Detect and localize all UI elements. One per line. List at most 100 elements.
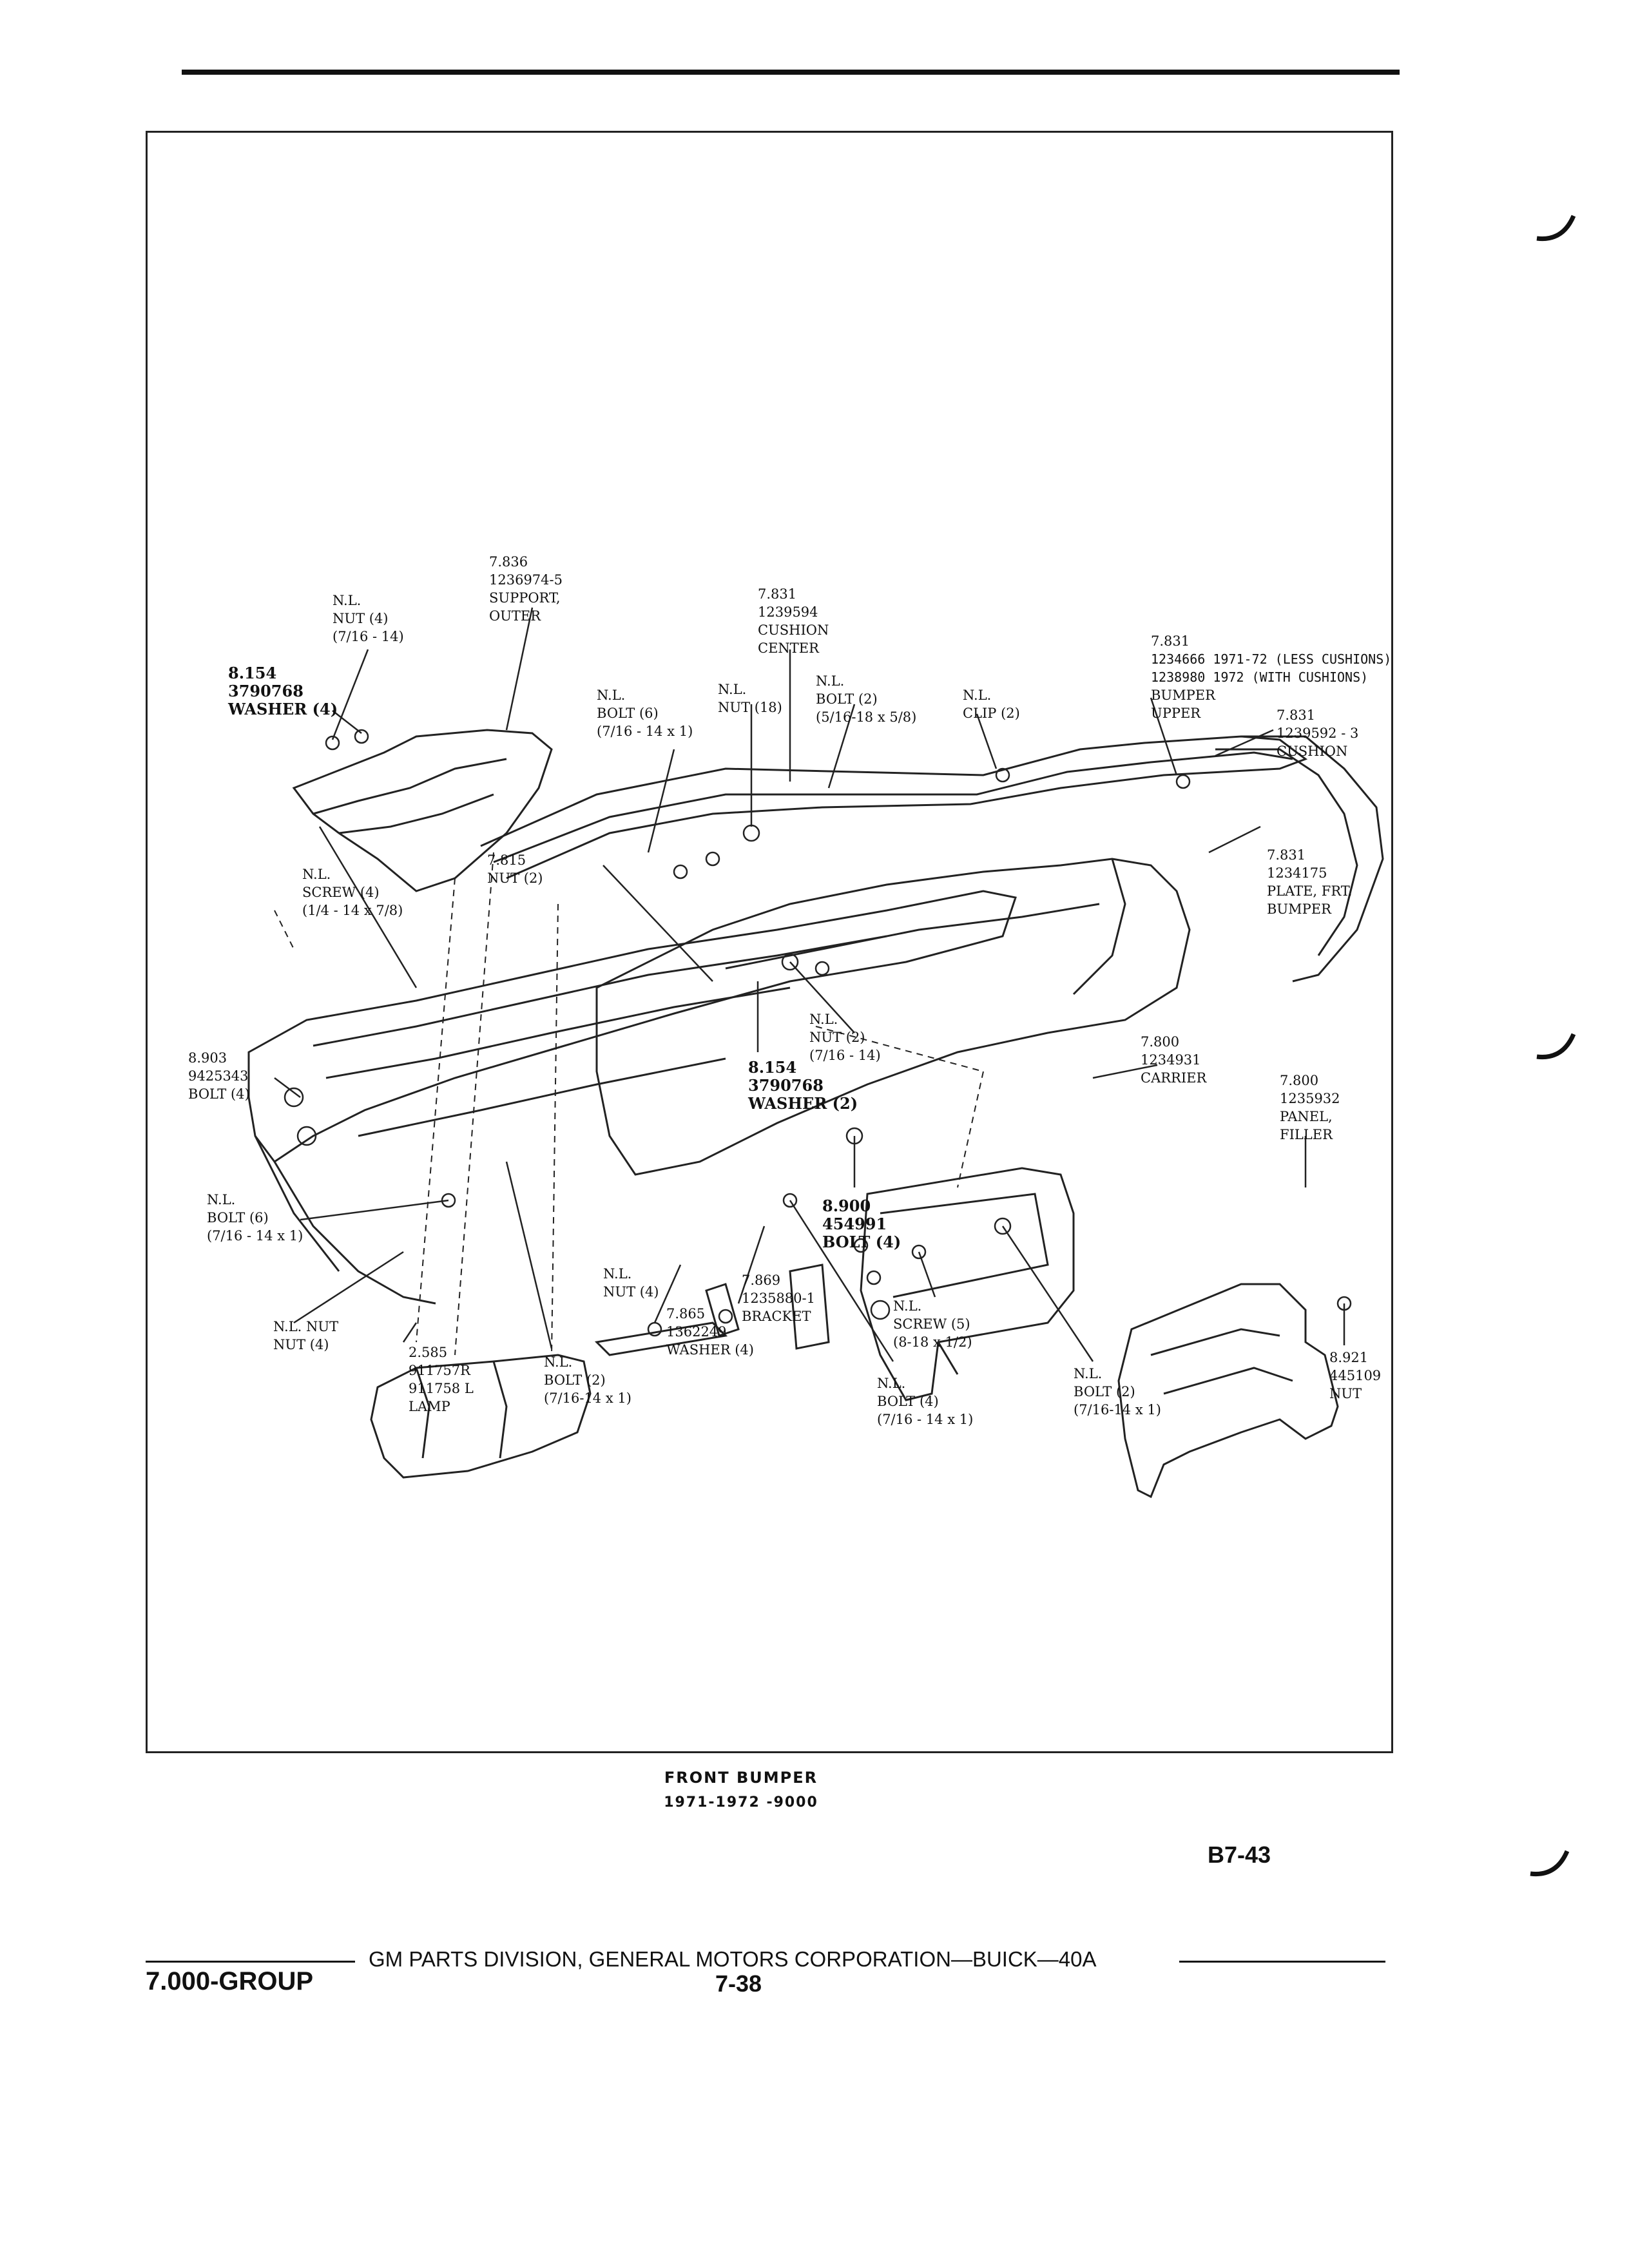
callout-line: 7.831 bbox=[1151, 633, 1190, 649]
callout-screw-4: N.L. SCREW (4) (1/4 - 14 x 7/8) bbox=[302, 865, 403, 919]
callout-line: PLATE, FRT. bbox=[1267, 883, 1353, 899]
callout-line: 1236974-5 bbox=[489, 572, 563, 588]
callout-line: NUT (4) bbox=[333, 611, 389, 626]
front-bumper-drawing bbox=[247, 890, 1017, 1305]
binder-mark-icon bbox=[1536, 1033, 1576, 1060]
callout-line: NUT (2) bbox=[809, 1030, 865, 1045]
callout-line: 9425343 bbox=[188, 1068, 249, 1084]
callout-line: 445109 bbox=[1329, 1368, 1382, 1383]
callout-bolt-4-center: 8.900 454991 BOLT (4) bbox=[822, 1197, 901, 1251]
callout-line: BOLT (4) bbox=[822, 1233, 901, 1251]
callout-line: UPPER bbox=[1151, 706, 1201, 721]
callout-outer-support: 7.836 1236974-5 SUPPORT, OUTER bbox=[489, 553, 563, 625]
callout-line: 7.869 bbox=[742, 1273, 781, 1288]
callout-line: NUT (4) bbox=[273, 1337, 329, 1352]
page-code: B7-43 bbox=[1208, 1841, 1271, 1868]
callout-line: 1234666 1971-72 (LESS CUSHIONS) bbox=[1151, 651, 1392, 667]
callout-line: CLIP (2) bbox=[963, 706, 1020, 721]
callout-line: N.L. NUT bbox=[273, 1319, 339, 1334]
callout-line: BOLT (2) bbox=[816, 691, 878, 707]
lamp-drawing bbox=[370, 1354, 592, 1479]
callout-line: (7/16-14 x 1) bbox=[544, 1390, 631, 1406]
callout-line: NUT bbox=[1329, 1386, 1362, 1401]
callout-line: BOLT (6) bbox=[597, 706, 659, 721]
bumper-drawing bbox=[247, 607, 1384, 1499]
callout-line: SUPPORT, bbox=[489, 590, 561, 606]
callout-line: CUSHION bbox=[1277, 744, 1348, 759]
callout-line: N.L. bbox=[333, 593, 361, 608]
callout-line: BOLT (4) bbox=[188, 1086, 250, 1102]
callout-line: 1362249 bbox=[666, 1324, 727, 1340]
upper-bumper-drawing bbox=[480, 735, 1384, 983]
main-bar-drawing bbox=[595, 858, 1191, 1176]
callout-line: N.L. bbox=[207, 1192, 236, 1207]
callout-filler-panel: 7.800 1235932 PANEL, FILLER bbox=[1280, 1072, 1340, 1144]
callout-line: N.L. bbox=[544, 1354, 573, 1370]
callout-line: 454991 bbox=[822, 1215, 887, 1233]
callout-bracket: 7.869 1235880-1 BRACKET bbox=[742, 1271, 815, 1325]
callout-line: BOLT (6) bbox=[207, 1210, 269, 1225]
callout-line: 8.903 bbox=[188, 1050, 227, 1066]
callout-line: 1239594 bbox=[758, 604, 818, 620]
callout-bolt-2-upper: N.L. BOLT (2) (5/16-18 x 5/8) bbox=[816, 672, 916, 726]
callout-line: (7/16 - 14 x 1) bbox=[207, 1228, 304, 1244]
exploded-diagram: N.L. NUT (4) (7/16 - 14) 7.836 1236974-5… bbox=[146, 131, 1393, 1753]
callout-line: 1235932 bbox=[1280, 1091, 1340, 1106]
binder-mark-icon bbox=[1530, 1850, 1570, 1877]
outer-support-drawing bbox=[292, 729, 553, 892]
callout-nut-2-upper: 7.815 NUT (2) bbox=[487, 851, 543, 887]
callout-line: BUMPER bbox=[1151, 687, 1215, 703]
callout-nut-upper-left: N.L. NUT (4) (7/16 - 14) bbox=[333, 591, 404, 646]
brackets-drawing bbox=[594, 1264, 830, 1356]
callout-line: 8.154 bbox=[748, 1058, 797, 1077]
callout-line: N.L. bbox=[809, 1012, 838, 1027]
callout-line: (7/16 - 14 x 1) bbox=[597, 724, 693, 739]
callout-line: NUT (18) bbox=[718, 700, 782, 715]
callout-lamp: 2.585 911757R 911758 L LAMP bbox=[409, 1343, 474, 1416]
callout-line: N.L. bbox=[597, 687, 626, 703]
callout-bolt-2-right: N.L. BOLT (2) (7/16-14 x 1) bbox=[1074, 1365, 1161, 1419]
callout-line: CARRIER bbox=[1141, 1070, 1207, 1086]
callout-washer-4: 8.154 3790768 WASHER (4) bbox=[228, 664, 338, 718]
callout-line: BRACKET bbox=[742, 1309, 811, 1324]
callout-line: N.L. bbox=[877, 1376, 906, 1391]
callout-line: 3790768 bbox=[748, 1076, 824, 1095]
callout-plate-front-bumper: 7.831 1234175 PLATE, FRT. BUMPER bbox=[1267, 846, 1352, 918]
callout-line: CUSHION bbox=[758, 622, 829, 638]
callout-line: 911758 L bbox=[409, 1381, 474, 1396]
callout-line: (8-18 x 1/2) bbox=[893, 1334, 972, 1350]
callout-bolt-4-left: 8.903 9425343 BOLT (4) bbox=[188, 1049, 250, 1103]
figure-subtitle: 1971-1972 -9000 bbox=[664, 1794, 818, 1811]
callout-line: (7/16 - 14) bbox=[333, 629, 404, 644]
top-rule bbox=[182, 70, 1400, 75]
callout-line: 1235880-1 bbox=[742, 1291, 815, 1306]
callout-bolt-6-upper: N.L. BOLT (6) (7/16 - 14 x 1) bbox=[597, 686, 693, 740]
callout-line: N.L. bbox=[302, 867, 331, 882]
callout-line: 1234175 bbox=[1267, 865, 1327, 881]
footer-rule-right bbox=[1179, 1961, 1385, 1963]
callout-line: 1234931 bbox=[1141, 1052, 1201, 1068]
group-label: 7.000-GROUP bbox=[146, 1967, 314, 1995]
callout-line: 8.154 bbox=[228, 664, 277, 682]
callout-line: 8.921 bbox=[1329, 1350, 1369, 1365]
callout-carrier: 7.800 1234931 CARRIER bbox=[1141, 1033, 1206, 1087]
callout-line: SCREW (4) bbox=[302, 885, 380, 900]
callout-washer-2: 8.154 3790768 WASHER (2) bbox=[748, 1059, 858, 1113]
callout-line: 3790768 bbox=[228, 682, 304, 700]
callout-line: N.L. bbox=[893, 1298, 922, 1314]
callout-line: (7/16 - 14 x 1) bbox=[877, 1412, 974, 1427]
footer-rule-left bbox=[146, 1961, 355, 1963]
callout-line: OUTER bbox=[489, 608, 541, 624]
callout-line: SCREW (5) bbox=[893, 1316, 970, 1332]
callout-line: 911757R bbox=[409, 1363, 470, 1378]
callout-line: 8.900 bbox=[822, 1196, 871, 1215]
callout-nut-lamp: N.L. NUT NUT (4) bbox=[273, 1318, 338, 1354]
figure-title: FRONT BUMPER bbox=[664, 1769, 818, 1787]
callout-line: BOLT (2) bbox=[1074, 1384, 1135, 1399]
callout-line: 7.831 bbox=[758, 586, 797, 602]
callout-nut-right: 8.921 445109 NUT bbox=[1329, 1349, 1381, 1403]
callout-line: LAMP bbox=[409, 1399, 450, 1414]
callout-line: BOLT (4) bbox=[877, 1394, 939, 1409]
callout-bumper-upper: 7.831 1234666 1971-72 (LESS CUSHIONS) 12… bbox=[1151, 632, 1391, 722]
callout-line: N.L. bbox=[1074, 1366, 1103, 1381]
